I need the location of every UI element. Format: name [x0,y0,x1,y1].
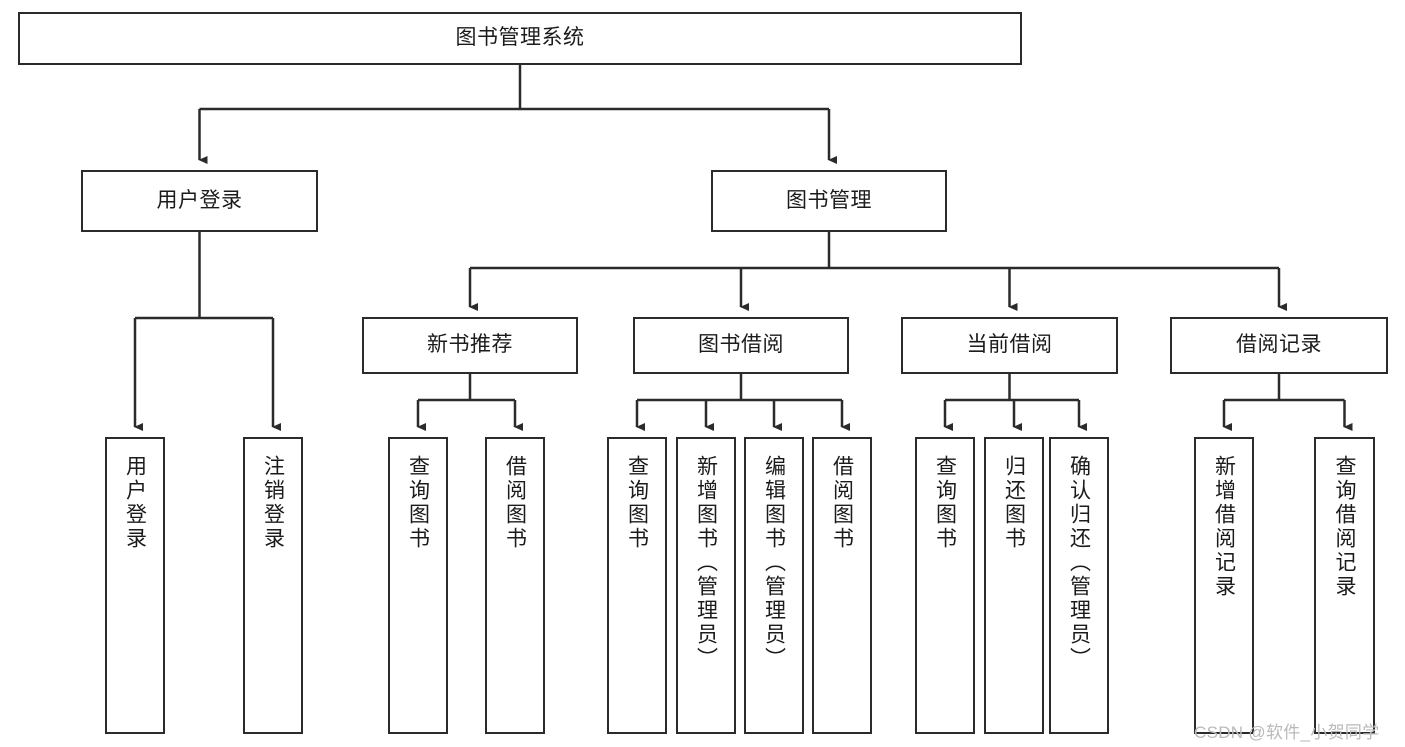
node-label: 用户登录 [156,188,243,212]
node-label: 新增图书（管理员） [694,455,718,671]
node-leaf-br-add: 新增借阅记录 [1194,437,1254,734]
node-leaf-cb-confirm: 确认归还（管理员） [1049,437,1109,734]
node-new-book-rec: 新书推荐 [362,317,578,374]
node-label: 新书推荐 [427,333,513,357]
csdn-watermark: CSDN @软件_小贺同学 [1194,723,1380,742]
node-label: 用户登录 [123,455,147,551]
node-label: 确认归还（管理员） [1067,455,1091,671]
node-label: 新增借阅记录 [1212,455,1236,599]
node-label: 查询图书 [625,455,649,551]
node-label: 图书管理 [786,188,872,212]
node-label: 图书管理系统 [455,26,585,50]
node-leaf-rec-borrow: 借阅图书 [485,437,545,734]
node-leaf-bb-edit: 编辑图书（管理员） [744,437,804,734]
node-label: 编辑图书（管理员） [762,455,786,671]
node-label: 注销登录 [261,455,285,551]
node-label: 当前借阅 [966,333,1053,357]
node-leaf-bb-add: 新增图书（管理员） [676,437,736,734]
node-label: 借阅图书 [830,455,854,551]
node-leaf-user-login: 用户登录 [105,437,165,734]
node-label: 归还图书 [1002,455,1026,551]
node-leaf-cb-return: 归还图书 [984,437,1044,734]
node-label: 图书借阅 [698,333,784,357]
node-leaf-bb-borrow: 借阅图书 [812,437,872,734]
node-label: 借阅记录 [1236,333,1322,357]
node-leaf-br-query: 查询借阅记录 [1314,437,1375,734]
node-leaf-cb-query: 查询图书 [915,437,975,734]
node-label: 查询图书 [406,455,430,551]
node-leaf-rec-query: 查询图书 [388,437,448,734]
node-label: 查询借阅记录 [1333,455,1356,599]
node-current-borrow: 当前借阅 [901,317,1118,374]
node-user-login: 用户登录 [81,170,318,232]
node-leaf-user-logout: 注销登录 [243,437,303,734]
node-label: 查询图书 [933,455,957,551]
node-book-manage: 图书管理 [711,170,947,232]
node-leaf-bb-query: 查询图书 [607,437,667,734]
node-label: 借阅图书 [503,455,527,551]
node-root: 图书管理系统 [18,12,1022,65]
node-borrow-record: 借阅记录 [1170,317,1388,374]
node-book-borrow: 图书借阅 [633,317,849,374]
